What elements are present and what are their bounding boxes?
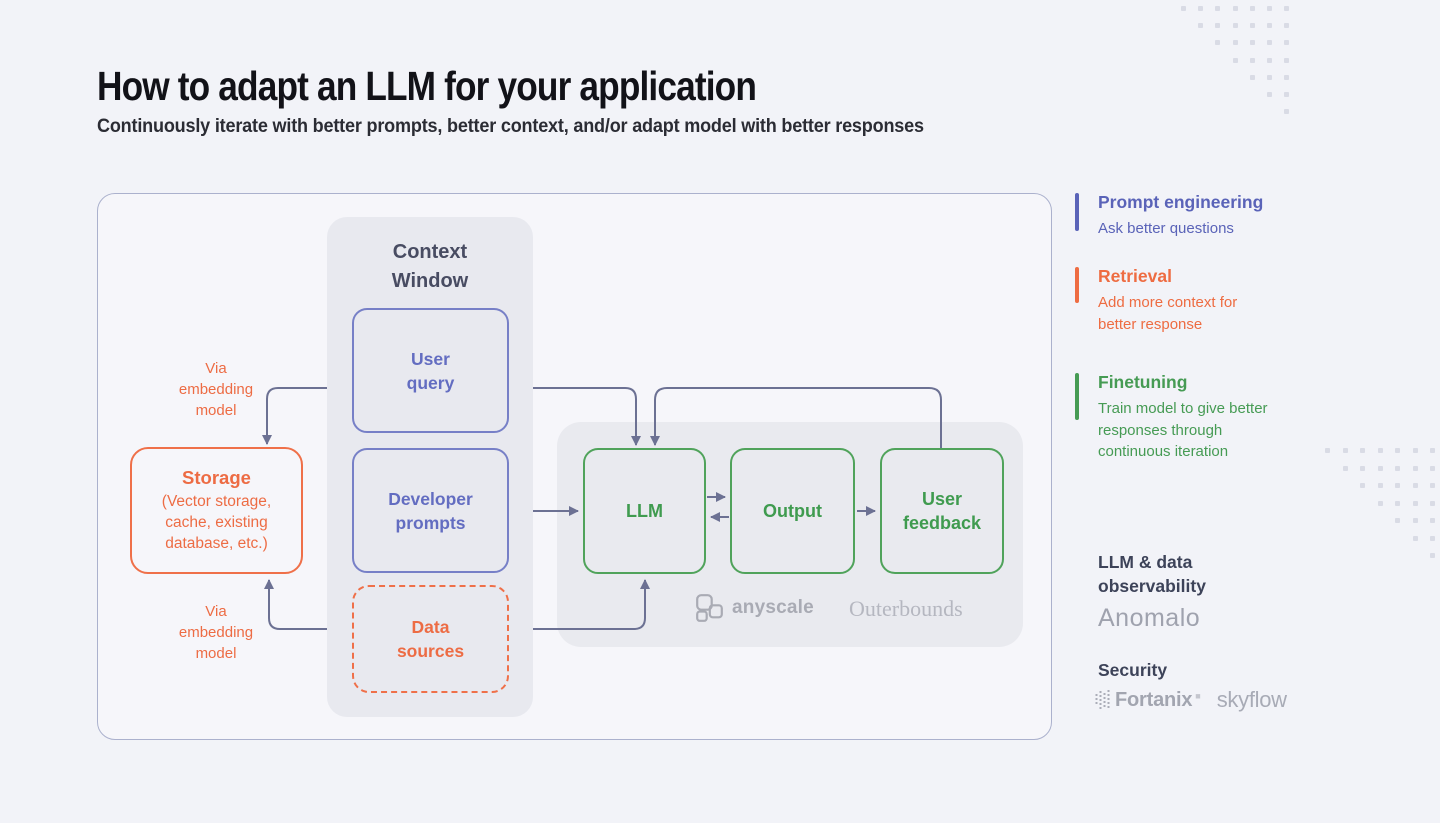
decorative-square	[1267, 74, 1272, 80]
output-node: Output	[730, 448, 855, 574]
anyscale-logo: anyscale	[696, 594, 814, 622]
decorative-square	[1249, 40, 1255, 46]
decorative-square	[1198, 23, 1204, 29]
storage-node: Storage (Vector storage, cache, existing…	[130, 447, 303, 574]
decorative-square	[1181, 6, 1186, 11]
decorative-square	[1284, 40, 1290, 46]
legend-item-retrieval: Retrieval Add more context for better re…	[1075, 266, 1325, 335]
skyflow-logo: skyflow	[1216, 687, 1287, 712]
decorative-square	[1412, 465, 1418, 471]
decorative-square	[1412, 518, 1418, 523]
decorative-square	[1395, 483, 1400, 488]
legend-color-bar	[1075, 193, 1079, 231]
decorative-square	[1360, 465, 1365, 471]
decorative-square	[1377, 500, 1383, 506]
anyscale-wordmark: anyscale	[732, 597, 814, 618]
decorative-square	[1267, 6, 1272, 11]
decorative-square	[1412, 500, 1418, 506]
fortanix-logo: Fortanix ■	[1095, 689, 1201, 712]
fortanix-trademark: ■	[1195, 690, 1201, 701]
decorative-square	[1395, 518, 1400, 523]
legend-description: Train model to give better responses thr…	[1098, 400, 1268, 460]
decorative-square	[1430, 465, 1435, 471]
decorative-square	[1430, 518, 1435, 523]
user-feedback-node: User feedback	[880, 448, 1004, 574]
decorative-square	[1284, 74, 1290, 80]
decorative-square	[1284, 57, 1290, 63]
decorative-square	[1232, 6, 1238, 11]
decorative-square	[1430, 535, 1435, 541]
decorative-square	[1395, 448, 1400, 453]
decorative-square	[1412, 483, 1418, 488]
decorative-square	[1284, 6, 1290, 11]
decorative-square	[1267, 40, 1272, 46]
decorative-square	[1284, 109, 1290, 115]
legend-item-prompt-engineering: Prompt engineering Ask better questions	[1075, 192, 1325, 240]
decorative-square	[1249, 57, 1255, 63]
via-embedding-label-top: Via embedding model	[178, 360, 254, 419]
legend-description: Add more context for better response	[1098, 294, 1238, 333]
context-window-title: Context Window	[391, 241, 469, 292]
outerbounds-logo: Outerbounds	[849, 596, 963, 621]
anyscale-icon	[696, 594, 723, 622]
decorative-square	[1232, 40, 1238, 46]
observability-heading: LLM & data observability	[1098, 552, 1206, 596]
decorative-square	[1342, 465, 1348, 471]
decorative-square	[1395, 465, 1400, 471]
decorative-square	[1360, 448, 1365, 453]
decorative-square	[1284, 92, 1290, 97]
decorative-square	[1215, 40, 1221, 46]
legend-title: Finetuning	[1098, 372, 1188, 392]
decorative-square	[1267, 57, 1272, 63]
storage-title: Storage	[182, 467, 251, 488]
legend-title: Retrieval	[1098, 266, 1172, 286]
decorative-square	[1430, 448, 1435, 453]
decorative-square	[1249, 23, 1255, 29]
decorative-square	[1377, 483, 1383, 488]
storage-subtitle: (Vector storage, cache, existing databas…	[161, 493, 272, 552]
decorative-square	[1284, 23, 1290, 29]
decorative-square	[1325, 448, 1330, 453]
llm-node: LLM	[583, 448, 706, 574]
decorative-square	[1232, 57, 1238, 63]
decorative-square	[1267, 92, 1272, 97]
decorative-square	[1430, 553, 1435, 558]
decorative-square	[1215, 23, 1221, 29]
decorative-square	[1198, 6, 1204, 11]
context-window-panel	[327, 217, 533, 717]
legend-description: Ask better questions	[1098, 220, 1234, 237]
decorative-square	[1249, 74, 1255, 80]
decorative-square	[1430, 483, 1435, 488]
developer-prompts-node: Developer prompts	[352, 448, 509, 573]
decorative-square	[1412, 448, 1418, 453]
page-subtitle: Continuously iterate with better prompts…	[97, 116, 924, 137]
data-sources-node: Data sources	[352, 585, 509, 693]
legend-title: Prompt engineering	[1098, 192, 1264, 212]
via-embedding-label-bottom: Via embedding model	[178, 603, 254, 662]
legend-item-finetuning: Finetuning Train model to give better re…	[1075, 372, 1325, 463]
decorative-square	[1232, 23, 1238, 29]
decorative-square	[1249, 6, 1255, 11]
decorative-square	[1267, 23, 1272, 29]
decorative-square	[1430, 500, 1435, 506]
security-heading: Security	[1098, 660, 1168, 680]
decorative-square	[1215, 6, 1221, 11]
legend-color-bar	[1075, 373, 1079, 420]
decorative-square	[1395, 500, 1400, 506]
anomalo-logo: Anomalo	[1098, 604, 1201, 632]
legend-color-bar	[1075, 267, 1079, 303]
decorative-square	[1412, 535, 1418, 541]
security-logos: Fortanix ■ skyflow	[1095, 687, 1287, 713]
page-title: How to adapt an LLM for your application	[97, 63, 757, 109]
decorative-square	[1377, 448, 1383, 453]
decorative-square	[1377, 465, 1383, 471]
decorative-square	[1360, 483, 1365, 488]
fortanix-wordmark: Fortanix	[1115, 688, 1193, 711]
fortanix-icon	[1095, 690, 1110, 710]
user-query-node: User query	[352, 308, 509, 433]
decorative-square	[1342, 448, 1348, 453]
